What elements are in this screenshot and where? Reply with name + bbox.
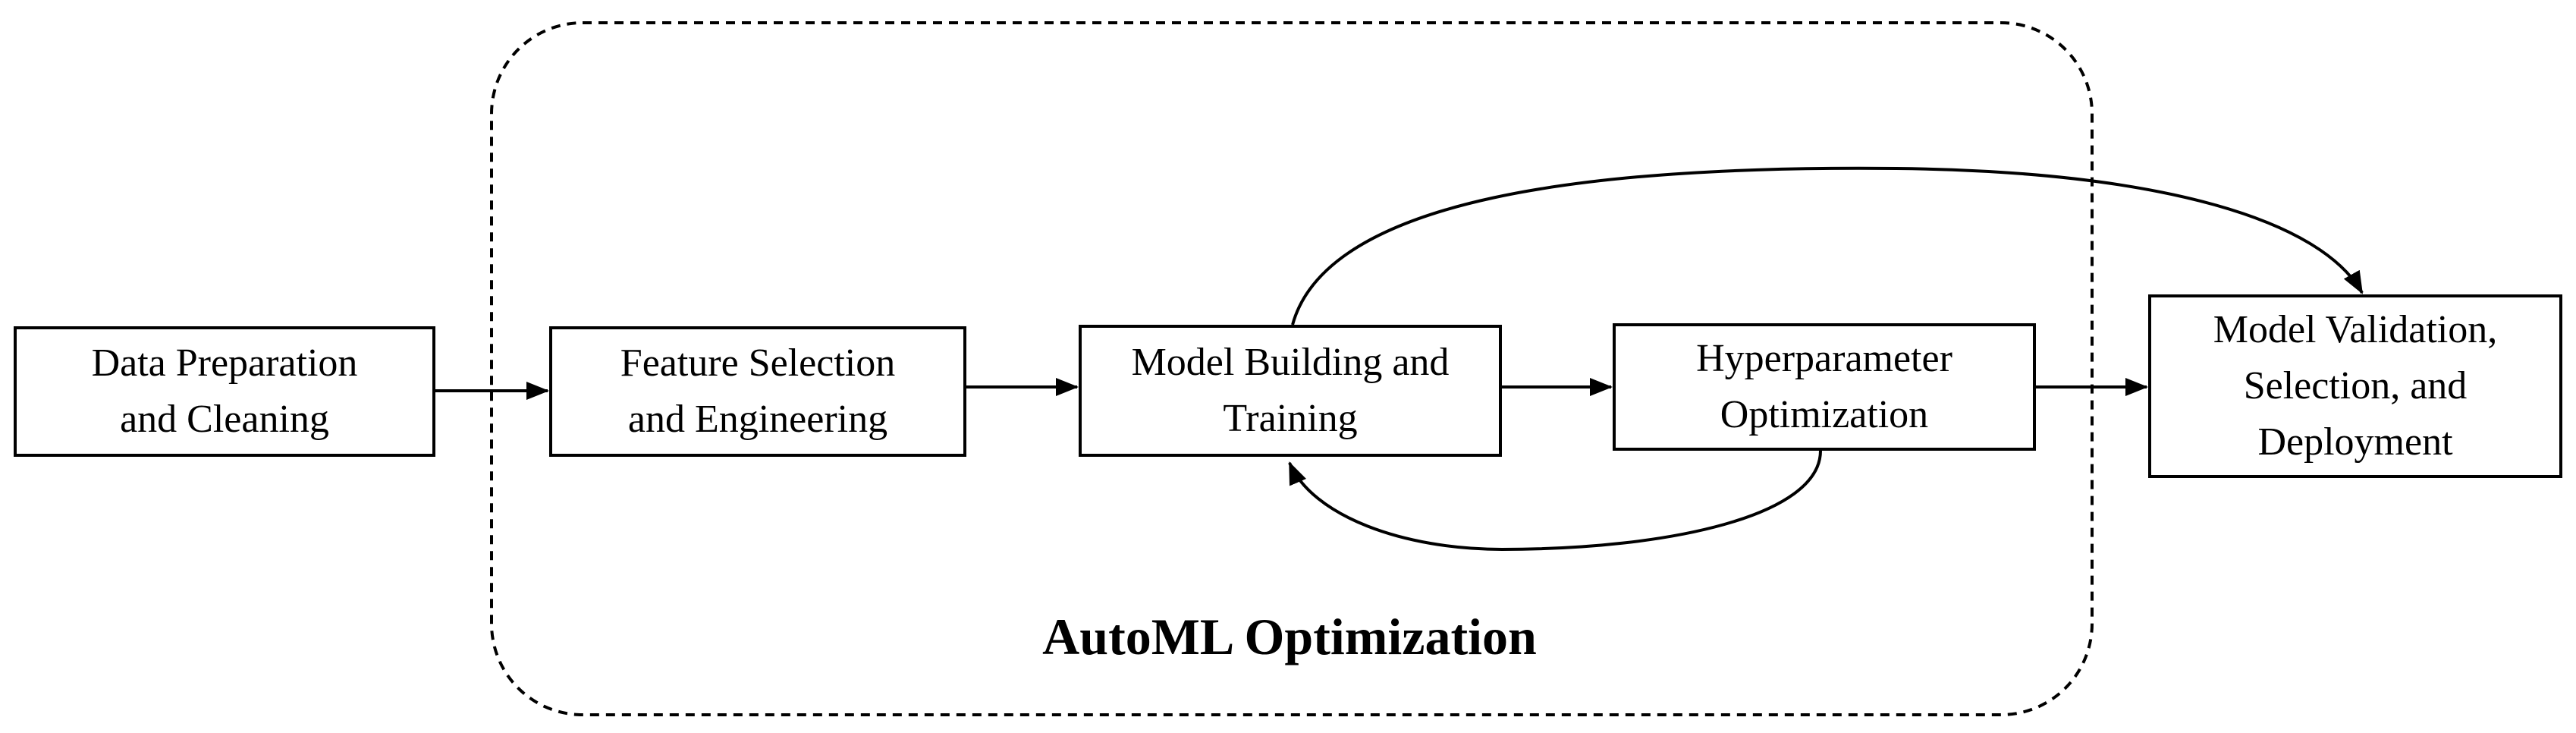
node-data-preparation: Data Preparation and Cleaning	[14, 326, 435, 457]
node-feature-selection-label: Feature Selection and Engineering	[620, 341, 896, 441]
node-model-building-label: Model Building and Training	[1131, 341, 1450, 440]
node-model-building: Model Building and Training	[1079, 325, 1502, 457]
automl-group-boundary	[490, 21, 2094, 716]
arrow-model-building-to-validation-arc	[1291, 166, 2364, 326]
node-hyperparameter-optimization-label: Hyperparameter Optimization	[1696, 337, 1952, 436]
node-model-validation-label: Model Validation, Selection, and Deploym…	[2213, 308, 2498, 464]
arrow-hyperparam-to-model-building-loop	[1288, 450, 1822, 552]
node-data-preparation-label: Data Preparation and Cleaning	[91, 341, 358, 441]
automl-group-title: AutoML Optimization	[1042, 608, 1537, 665]
node-hyperparameter-optimization: Hyperparameter Optimization	[1613, 323, 2036, 451]
node-feature-selection: Feature Selection and Engineering	[549, 326, 966, 457]
node-model-validation: Model Validation, Selection, and Deploym…	[2148, 294, 2562, 478]
